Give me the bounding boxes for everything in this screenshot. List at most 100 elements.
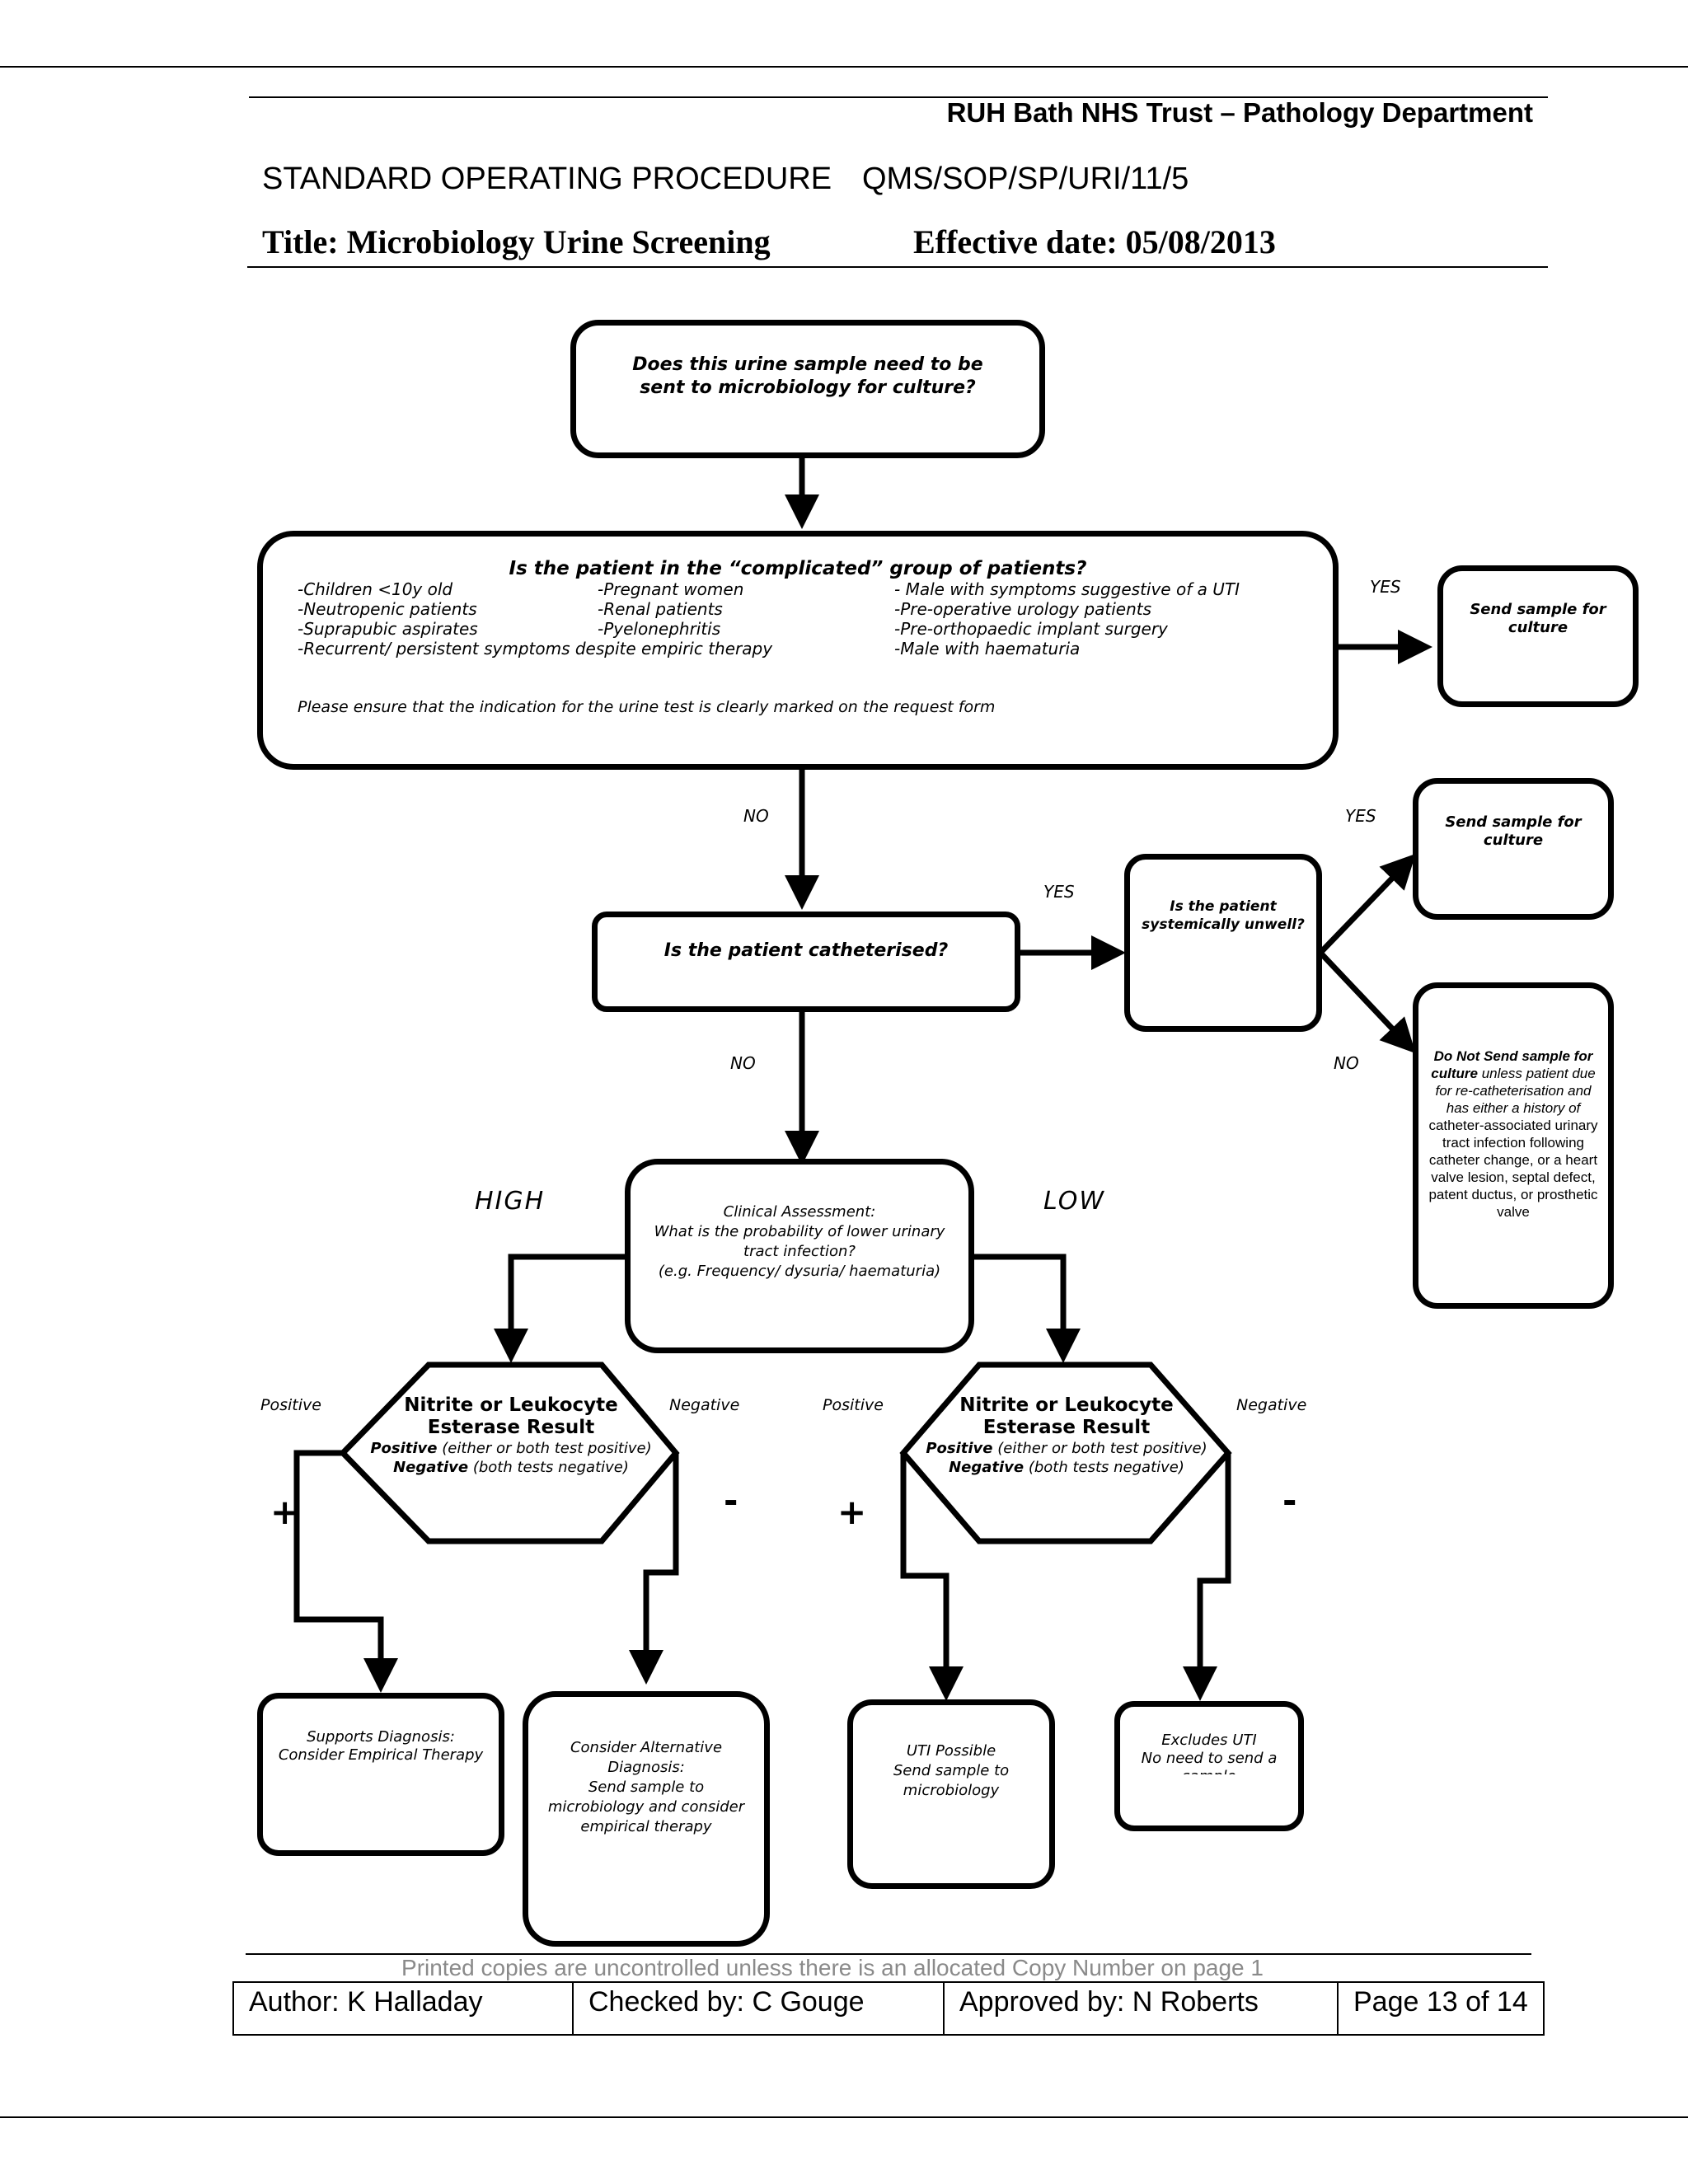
send-culture-text-2: Send sample for culture	[1445, 813, 1582, 849]
clinical-title: Clinical Assessment:	[723, 1203, 876, 1221]
catheterised-box: Is the patient catheterised?	[592, 912, 1020, 1012]
organisation-name: RUH Bath NHS Trust – Pathology Departmen…	[946, 97, 1533, 128]
systemically-unwell-text: Is the patient systemically unwell?	[1142, 898, 1305, 933]
author-cell: Author: K Halladay	[232, 1981, 574, 2036]
negative-label-left: Negative	[669, 1396, 740, 1414]
list-item: -Pregnant women	[598, 579, 744, 599]
approved-by-cell: Approved by: N Roberts	[943, 1981, 1339, 2036]
hex-right-positive: Positive (either or both test positive)	[910, 1439, 1223, 1458]
hex-left-positive-text: (either or both test positive)	[437, 1440, 652, 1457]
list-item: -Pre-operative urology patients	[894, 599, 1152, 619]
uti-possible-body: Send sample to microbiology	[893, 1762, 1010, 1799]
clinical-example: (e.g. Frequency/ dysuria/ haematuria)	[658, 1263, 941, 1280]
arrow-unwell-no	[1318, 950, 1416, 1054]
excludes-body: No need to send a sample	[1141, 1750, 1278, 1774]
supports-diagnosis-box: Supports Diagnosis: Consider Empirical T…	[257, 1693, 504, 1856]
arrow-left-negative	[629, 1453, 679, 1685]
arrow-left-positive	[293, 1450, 398, 1693]
list-item: -Neutropenic patients	[298, 599, 477, 619]
arrow-right-positive	[900, 1453, 964, 1701]
complicated-list-col2: -Pregnant women -Renal patients -Pyelone…	[598, 579, 743, 639]
clinical-assessment-text: Clinical Assessment: What is the probabi…	[647, 1202, 952, 1282]
document-code: QMS/SOP/SP/URI/11/5	[862, 162, 1189, 196]
list-item: -Pyelonephritis	[598, 619, 721, 639]
hex-left-negative-label: Negative	[393, 1459, 469, 1476]
arrow-low	[973, 1254, 1081, 1363]
negative-label-right: Negative	[1236, 1396, 1307, 1414]
do-not-send-bold: Do Not Send sample for culture	[1431, 1048, 1593, 1081]
alternative-title: Consider Alternative Diagnosis:	[570, 1739, 723, 1776]
list-item: -Children <10y old	[298, 579, 453, 599]
positive-label-right: Positive	[823, 1396, 884, 1414]
effective-date: Effective date: 05/08/2013	[913, 223, 1276, 260]
clinical-assessment-box: Clinical Assessment: What is the probabi…	[625, 1159, 974, 1353]
footer-rule	[246, 1953, 1531, 1955]
do-not-send-plain: catheter-associated urinary tract infect…	[1428, 1118, 1598, 1220]
alternative-body: Send sample to microbiology and consider…	[547, 1779, 745, 1835]
excludes-uti-text: Excludes UTI No need to send a sample	[1130, 1732, 1288, 1774]
minus-sign-right: -	[1282, 1480, 1297, 1521]
table-row: Author: K Halladay Checked by: C Gouge A…	[232, 1981, 1545, 2036]
do-not-send-italic: unless patient due for re-catheterisatio…	[1435, 1066, 1596, 1116]
complicated-question: Is the patient in the “complicated” grou…	[509, 558, 1087, 579]
no-label-complicated: NO	[743, 806, 769, 826]
arrow-high	[494, 1254, 625, 1363]
catheterised-text: Is the patient catheterised?	[663, 940, 949, 961]
plus-sign-left: +	[270, 1492, 300, 1532]
hex-left-negative: Negative (both tests negative)	[354, 1458, 668, 1477]
hexagon-right-text: Nitrite or Leukocyte Esterase Result Pos…	[910, 1394, 1223, 1477]
supports-body: Consider Empirical Therapy	[278, 1746, 484, 1764]
do-not-send-text: Do Not Send sample for culture unless pa…	[1427, 1047, 1600, 1221]
list-item: -Pre-orthopaedic implant surgery	[894, 619, 1168, 639]
yes-label-unwell: YES	[1345, 806, 1376, 826]
yes-label-complicated: YES	[1370, 577, 1401, 597]
arrow-right-negative	[1183, 1453, 1231, 1701]
hexagon-left	[339, 1361, 680, 1544]
list-item: -Recurrent/ persistent symptoms despite …	[298, 639, 773, 658]
no-label-catheter: NO	[730, 1053, 756, 1073]
page-bottom-rule	[0, 2116, 1688, 2118]
high-label: HIGH	[475, 1187, 546, 1216]
positive-label-left: Positive	[260, 1396, 321, 1414]
complicated-list-col3: - Male with symptoms suggestive of a UTI…	[894, 579, 1240, 658]
send-culture-box-1: Send sample for culture	[1437, 565, 1639, 707]
document-title: Title: Microbiology Urine Screening	[262, 223, 771, 260]
complicated-group-box: Is the patient in the “complicated” grou…	[257, 531, 1339, 770]
send-culture-text-1: Send sample for culture	[1470, 601, 1606, 636]
complicated-list-col1: -Children <10y old -Neutropenic patients…	[298, 579, 772, 658]
no-label-unwell: NO	[1334, 1053, 1359, 1073]
document-type: STANDARD OPERATING PROCEDURE	[262, 162, 832, 196]
page-number-cell: Page 13 of 14	[1337, 1981, 1545, 2036]
uti-possible-text: UTI Possible Send sample to microbiology	[866, 1741, 1036, 1801]
hex-right-negative-label: Negative	[949, 1459, 1025, 1476]
do-not-send-box: Do Not Send sample for culture unless pa…	[1413, 982, 1614, 1309]
consider-alternative-box: Consider Alternative Diagnosis: Send sam…	[523, 1691, 770, 1947]
page-top-rule	[0, 66, 1688, 68]
plus-sign-right: +	[837, 1492, 867, 1532]
hexagon-left-text: Nitrite or Leukocyte Esterase Result Pos…	[354, 1394, 668, 1477]
hex-left-positive-label: Positive	[370, 1440, 438, 1457]
header-bottom-rule	[247, 266, 1548, 268]
list-item: -Renal patients	[598, 599, 723, 619]
hex-left-positive: Positive (either or both test positive)	[354, 1439, 668, 1458]
minus-sign-left: -	[724, 1480, 738, 1521]
uncontrolled-copy-note: Printed copies are uncontrolled unless t…	[401, 1955, 1264, 1980]
consider-alternative-text: Consider Alternative Diagnosis: Send sam…	[545, 1738, 748, 1837]
yes-label-catheter: YES	[1043, 882, 1075, 902]
start-question-text: Does this urine sample need to be sent t…	[632, 354, 983, 398]
clinical-body: What is the probability of lower urinary…	[654, 1223, 945, 1260]
supports-title: Supports Diagnosis:	[307, 1728, 455, 1746]
hex-right-positive-label: Positive	[926, 1440, 993, 1457]
hex-right-title1: Nitrite or Leukocyte	[959, 1394, 1174, 1416]
systemically-unwell-box: Is the patient systemically unwell?	[1124, 854, 1322, 1032]
approval-table: Author: K Halladay Checked by: C Gouge A…	[232, 1981, 1545, 2036]
list-item: -Suprapubic aspirates	[298, 619, 478, 639]
uti-possible-title: UTI Possible	[906, 1742, 996, 1760]
uti-possible-box: UTI Possible Send sample to microbiology	[847, 1699, 1055, 1889]
excludes-title: Excludes UTI	[1161, 1732, 1257, 1749]
hex-right-title2: Esterase Result	[982, 1417, 1151, 1438]
arrow-unwell-yes	[1318, 853, 1416, 955]
send-culture-box-2: Send sample for culture	[1413, 778, 1614, 920]
hex-left-title2: Esterase Result	[427, 1417, 595, 1438]
